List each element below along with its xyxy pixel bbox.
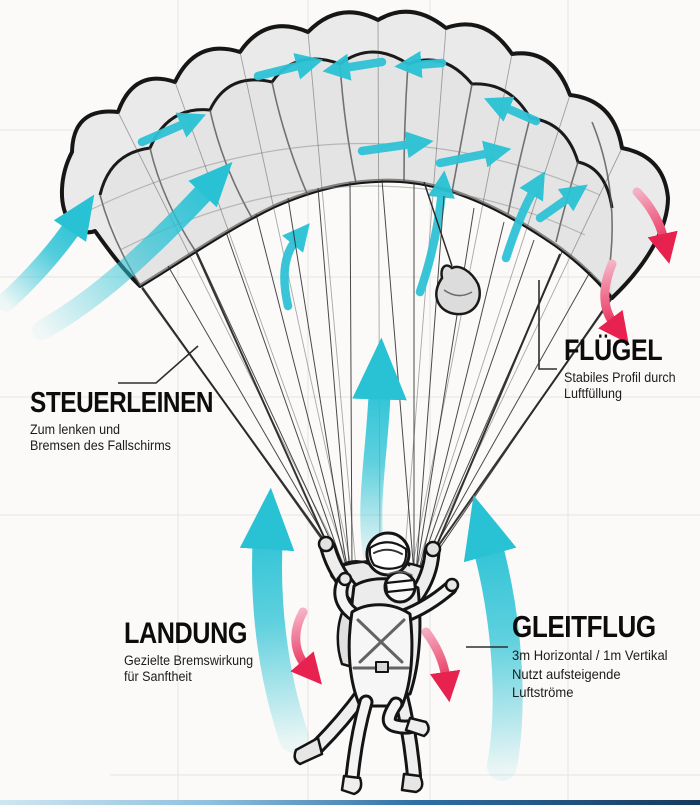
description-line: Bremsen des Fallschirms xyxy=(30,438,171,453)
description-line: Luftfüllung xyxy=(564,386,622,401)
annotation-gleitflug: GLEITFLUG 3m Horizontal / 1m Vertikal Nu… xyxy=(512,611,683,702)
annotation-fluegel-title: FLÜGEL xyxy=(564,334,663,367)
canopy-inner-scallops xyxy=(98,50,614,209)
annotation-landung-description: Gezielte Bremswirkung für Sanftheit xyxy=(124,653,260,685)
description-line: für Sanftheit xyxy=(124,669,192,684)
airflow-arrows-entering xyxy=(0,161,233,340)
tandem-jumpers xyxy=(293,531,460,796)
airflow-arrow xyxy=(394,51,447,79)
footer-accent-bar xyxy=(0,800,700,805)
sneaker xyxy=(404,716,430,738)
airflow-arrows-canopy xyxy=(137,51,588,311)
leader-lines xyxy=(118,280,557,648)
airflow-arrow xyxy=(435,140,512,168)
annotation-fluegel: FLÜGEL Stabiles Profil durch Luftfüllung xyxy=(564,336,684,402)
description-line: Nutzt aufsteigende xyxy=(512,665,621,682)
airflow-arrow xyxy=(239,487,309,753)
airflow-arrow xyxy=(484,96,541,126)
annotation-landung: LANDUNG Gezielte Bremswirkung für Sanfth… xyxy=(124,619,271,685)
airflow-arrow xyxy=(137,112,206,147)
leader-fluegel xyxy=(538,280,557,370)
airflow-arrow xyxy=(415,170,455,297)
airflow-arrows-rising xyxy=(239,337,523,781)
drogue-bag xyxy=(423,181,481,316)
annotation-landung-title: LANDUNG xyxy=(124,617,248,650)
airflow-arrow xyxy=(352,337,407,567)
airflow-arrow xyxy=(0,194,95,312)
airflow-arrow xyxy=(463,495,523,781)
airflow-arrow xyxy=(32,161,233,340)
passenger-figure xyxy=(333,570,460,796)
canopy-front-cells xyxy=(100,52,612,296)
annotation-fluegel-description: Stabiles Profil durch Luftfüllung xyxy=(564,370,676,402)
airflow-arrow xyxy=(357,131,434,159)
descent-arrow xyxy=(632,187,678,264)
steering-lines xyxy=(141,251,613,553)
descent-arrow xyxy=(598,259,629,344)
boot xyxy=(400,772,424,794)
descent-arrow xyxy=(421,627,461,703)
annotation-gleitflug-title: GLEITFLUG xyxy=(512,609,656,644)
sneaker xyxy=(340,774,363,796)
airflow-arrow xyxy=(535,184,588,223)
boot xyxy=(293,736,324,766)
annotation-steuerleinen-title: STEUERLEINEN xyxy=(30,387,214,419)
description-line: Stabiles Profil durch xyxy=(564,370,676,385)
descent-arrow xyxy=(290,607,322,685)
description-line: Gezielte Bremswirkung xyxy=(124,653,254,668)
description-line: Zum lenken und xyxy=(30,422,121,437)
airflow-arrow xyxy=(280,223,310,311)
description-line: 3m Horizontal / 1m Vertikal xyxy=(512,647,668,663)
goggles xyxy=(384,578,417,594)
description-line: Luftströme xyxy=(512,684,574,700)
leader-steuerleinen xyxy=(118,345,199,384)
annotation-steuerleinen: STEUERLEINEN Zum lenken und Bremsen des … xyxy=(30,389,248,454)
airflow-arrow xyxy=(322,53,387,81)
annotation-gleitflug-description: 3m Horizontal / 1m Vertikal Nutzt aufste… xyxy=(512,646,671,702)
descent-arrows xyxy=(290,187,678,703)
airflow-arrow xyxy=(253,53,324,81)
airflow-arrow xyxy=(501,171,545,263)
annotation-steuerleinen-description: Zum lenken und Bremsen des Fallschirms xyxy=(30,422,233,454)
